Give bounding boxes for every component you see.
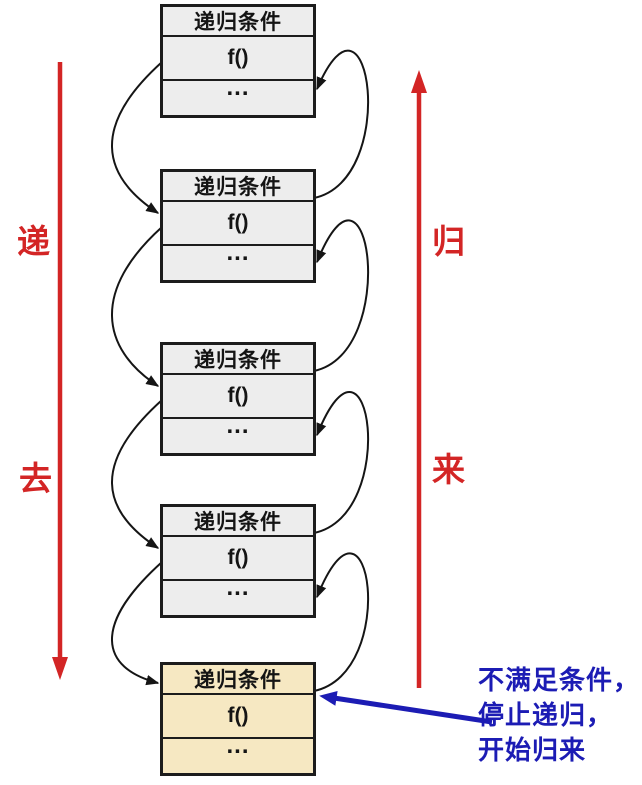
return-arrow-2 [313,219,370,372]
call-arrow-3 [111,399,163,549]
stack-frame-1: 递归条件 f() ... [160,4,316,118]
call-cell: f() [163,202,313,246]
call-cell: f() [163,37,313,81]
stack-frame-5-base-case: 递归条件 f() ... [160,662,316,776]
stack-frame-3: 递归条件 f() ... [160,342,316,456]
ellipsis-cell: ... [226,574,250,601]
annotation-line-1: 不满足条件， [478,665,641,695]
stop-annotation-arrow [319,690,493,725]
descend-label-qu: 去 [19,460,52,497]
condition-cell: 递归条件 [163,172,313,202]
ascend-label-lai: 来 [432,451,465,488]
ellipsis-cell: ... [226,732,250,759]
call-arrow-2 [111,226,163,387]
descend-arrow [52,62,68,680]
annotation-line-2: 停止递归， [478,700,614,730]
call-cell: f() [163,537,313,581]
call-cell: f() [163,695,313,739]
return-arrow-3 [313,391,370,534]
condition-cell: 递归条件 [163,7,313,37]
call-cell: f() [163,375,313,419]
descend-label-di: 递 [17,223,50,260]
condition-cell: 递归条件 [163,665,313,695]
condition-cell: 递归条件 [163,507,313,537]
condition-cell: 递归条件 [163,345,313,375]
call-arrow-1 [111,61,163,214]
ellipsis-cell: ... [226,74,250,101]
return-arrow-1 [313,49,369,199]
up-arrowhead-icon [411,70,427,93]
ascend-arrow [411,70,427,688]
stack-frame-4: 递归条件 f() ... [160,504,316,618]
ellipsis-cell: ... [226,412,250,439]
ellipsis-cell: ... [226,239,250,266]
stop-annotation: 不满足条件， 停止递归， 开始归来 [478,663,640,768]
return-arrow-4 [313,552,369,692]
stack-frame-2: 递归条件 f() ... [160,169,316,283]
call-arrow-4 [111,561,163,686]
ascend-label-gui: 归 [432,223,465,260]
annotation-line-3: 开始归来 [478,735,587,765]
down-arrowhead-icon [52,657,68,680]
